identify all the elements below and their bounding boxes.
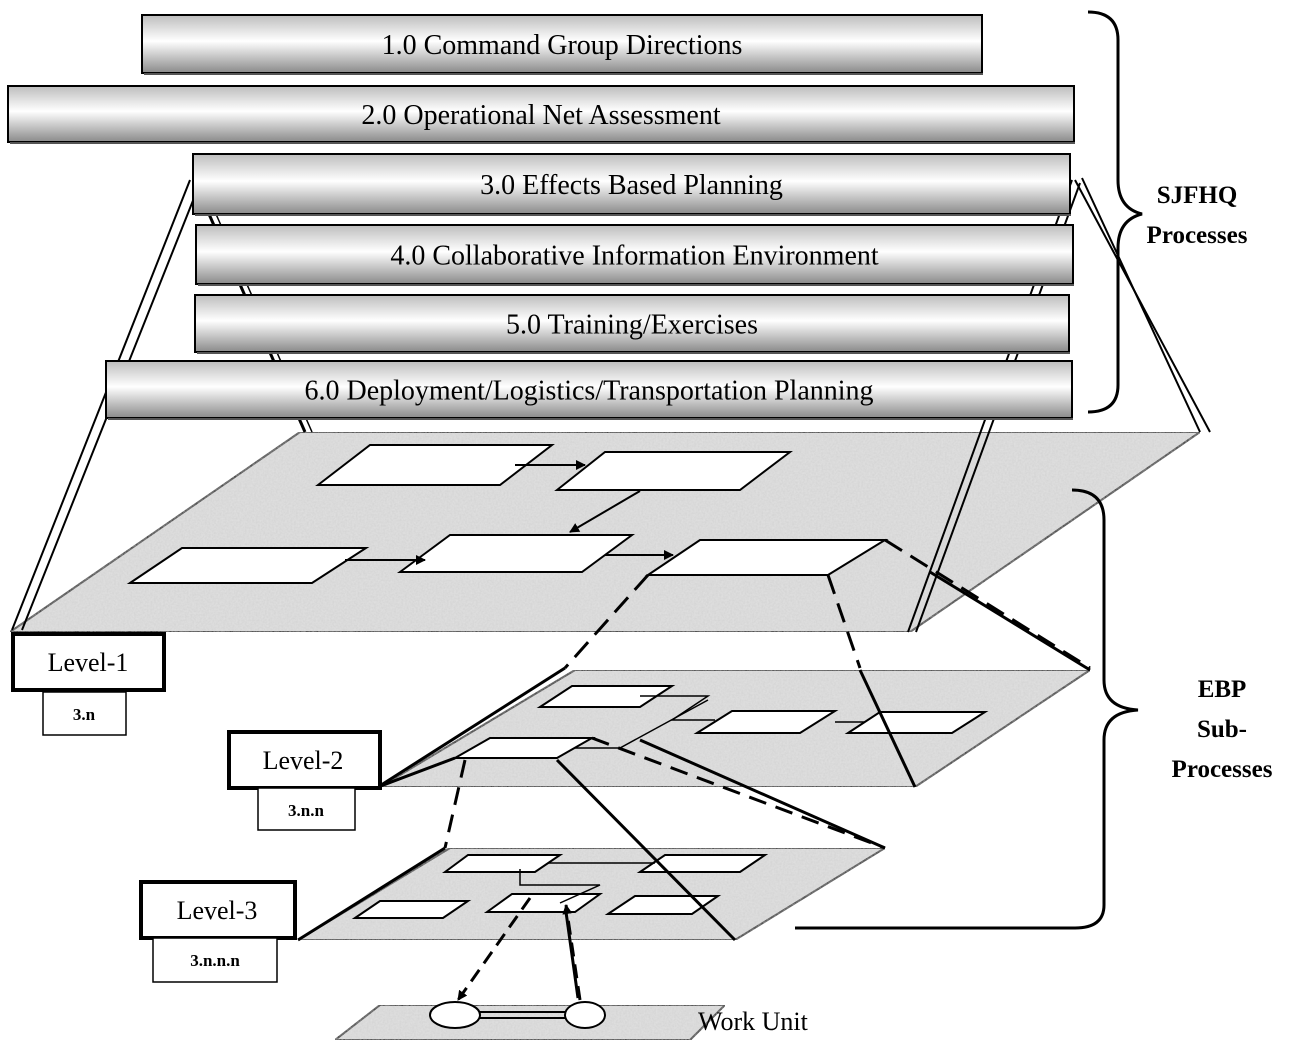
l3-box [351,900,472,919]
sjfhq-label: SJFHQ Processes [1147,182,1248,249]
level-1-code: 3.n [73,705,96,724]
process-bar-1: 1.0 Command Group Directions [141,14,983,75]
process-bar-label: 6.0 Deployment/Logistics/Transportation … [304,376,873,407]
process-bar-label: 3.0 Effects Based Planning [480,170,783,201]
l1-box [554,451,793,491]
l3-box [441,854,564,873]
process-bar-label: 4.0 Collaborative Information Environmen… [390,241,879,272]
process-bar-label: 2.0 Operational Net Assessment [361,100,720,131]
l1-box [126,547,370,584]
process-bar-2: 2.0 Operational Net Assessment [7,85,1075,144]
ebp-label-line-2: Sub- [1197,716,1247,743]
process-bars: 1.0 Command Group Directions 2.0 Operatio… [7,14,1075,420]
level-1-name: Level-1 [48,648,129,677]
work-unit-node [429,1001,481,1029]
process-bar-label: 1.0 Command Group Directions [382,30,743,61]
work-unit-plane [333,1004,728,1040]
process-bar-label: 5.0 Training/Exercises [506,310,758,341]
level-2-name: Level-2 [263,746,344,775]
level-3-tag: Level-3 3.n.n.n [139,880,297,983]
level-2-tag: Level-2 3.n.n [227,730,382,831]
process-bar-box [194,294,1070,353]
ebp-label-line-1: EBP [1198,676,1247,703]
work-unit-elements [429,1001,606,1029]
work-unit-label: Work Unit [698,1007,809,1036]
process-bar-5: 5.0 Training/Exercises [194,294,1070,354]
sjfhq-label-line-2: Processes [1147,222,1248,249]
process-bar-box [192,153,1071,215]
ebp-label-line-3: Processes [1172,756,1273,783]
process-bar-box [141,14,983,74]
flow-arrow [569,490,641,533]
level-3-process-boxes [351,854,769,919]
level-1-process-boxes [126,444,889,584]
process-bar-box [105,360,1073,419]
sjfhq-brace [1087,10,1143,414]
work-unit-node [564,1001,606,1029]
l1-box [396,534,636,573]
drill-down-lines [297,538,1091,942]
process-bar-4: 4.0 Collaborative Information Environmen… [195,224,1074,286]
process-bar-6: 6.0 Deployment/Logistics/Transportation … [105,360,1073,420]
ebp-brace [795,488,1139,930]
l1-box [315,444,555,486]
work-unit-arrows [456,897,582,1001]
process-bar-box [7,85,1075,143]
level-3-name: Level-3 [177,896,258,925]
level-2-code: 3.n.n [288,801,324,820]
sjfhq-label-line-1: SJFHQ [1157,182,1238,209]
l3-box [604,895,722,915]
level-2-process-boxes [451,685,989,759]
level-1-tag: Level-1 3.n [11,632,166,736]
level-3-code: 3.n.n.n [190,951,240,970]
level-3-connectors [519,862,655,904]
l2-box [536,685,676,708]
process-bar-3: 3.0 Effects Based Planning [192,153,1071,216]
ebp-label: EBP Sub- Processes [1172,676,1273,783]
l2-box [693,710,839,734]
level-1-arrows [345,460,674,565]
